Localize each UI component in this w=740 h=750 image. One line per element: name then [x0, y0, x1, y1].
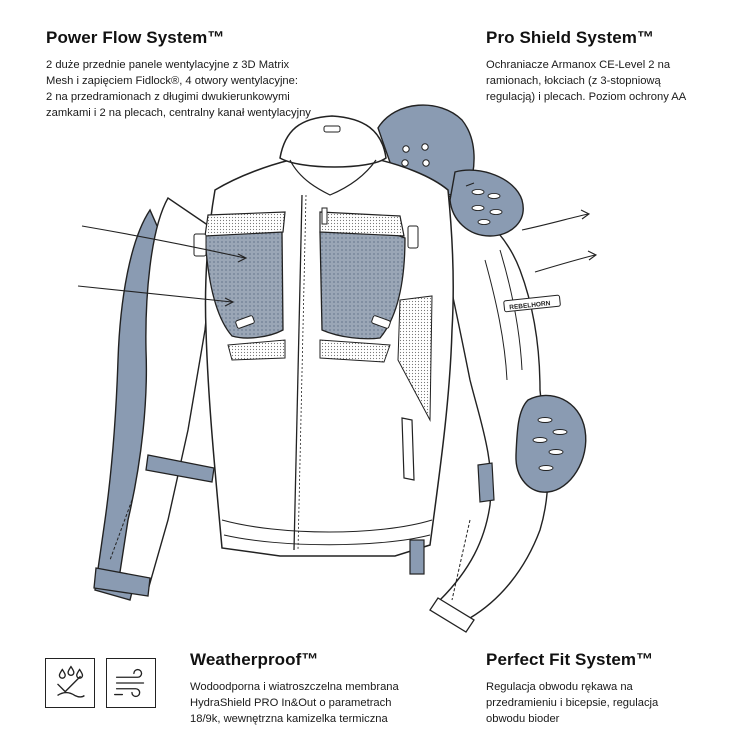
perfect-fit-feature: Perfect Fit System™ Regulacja obwodu ręk… — [486, 650, 658, 727]
power-flow-feature: Power Flow System™ 2 duże przednie panel… — [46, 28, 311, 121]
right-sleeve — [429, 189, 549, 619]
airflow-arrows — [77, 209, 598, 307]
weatherproof-line: Wodoodporna i wiatroszczelna membrana — [190, 681, 399, 693]
brand-label: REBELHORN — [509, 300, 551, 311]
pro-shield-feature: Pro Shield System™ Ochraniacze Armanox C… — [486, 28, 686, 105]
power-flow-line: 2 na przedramionach z długimi dwukierunk… — [46, 91, 290, 103]
right-pocket — [401, 417, 415, 481]
perfect-fit-line: Regulacja obwodu rękawa na — [486, 681, 633, 693]
wind-stream-icon — [106, 658, 156, 708]
power-flow-line: 2 duże przednie panele wentylacyjne z 3D… — [46, 59, 290, 71]
perfect-fit-line: obwodu bioder — [486, 713, 560, 725]
left-sleeve — [117, 196, 216, 591]
pro-shield-line: ramionach, łokciach (z 3-stopniową — [486, 75, 661, 87]
right-cuff — [429, 597, 475, 633]
right-forearm-strap — [477, 462, 495, 503]
left-forearm-strap — [145, 454, 215, 483]
power-flow-line: Mesh i zapięciem Fidlock®, 4 otwory went… — [46, 75, 298, 87]
power-flow-line: zamkami i 2 na plecach, centralny kanał … — [46, 107, 311, 119]
elbow-protector — [515, 394, 587, 493]
pro-shield-line: regulacją) i plecach. Poziom ochrony AA — [486, 91, 687, 103]
left-cuff — [93, 567, 151, 597]
pro-shield-line: Ochraniacze Armanox CE-Level 2 na — [486, 59, 671, 71]
shoulder-protector — [449, 169, 524, 237]
water-drops-wind-icon — [45, 658, 95, 708]
power-flow-title: Power Flow System™ — [46, 28, 225, 47]
perfect-fit-title: Perfect Fit System™ — [486, 650, 654, 669]
center-zipper — [293, 194, 303, 551]
pro-shield-title: Pro Shield System™ — [486, 28, 655, 47]
collar — [279, 115, 387, 168]
weatherproof-feature: Weatherproof™ Wodoodporna i wiatroszczel… — [190, 650, 399, 727]
weatherproof-title: Weatherproof™ — [190, 650, 319, 669]
weatherproof-line: 18/9k, wewnętrzna kamizelka termiczna — [190, 713, 388, 725]
hip-adjuster — [409, 539, 425, 575]
perfect-fit-line: przedramieniu i bicepsie, regulacja — [486, 697, 659, 709]
weatherproof-line: HydraShield PRO In&Out o parametrach — [190, 697, 392, 709]
side-mesh — [397, 295, 433, 422]
